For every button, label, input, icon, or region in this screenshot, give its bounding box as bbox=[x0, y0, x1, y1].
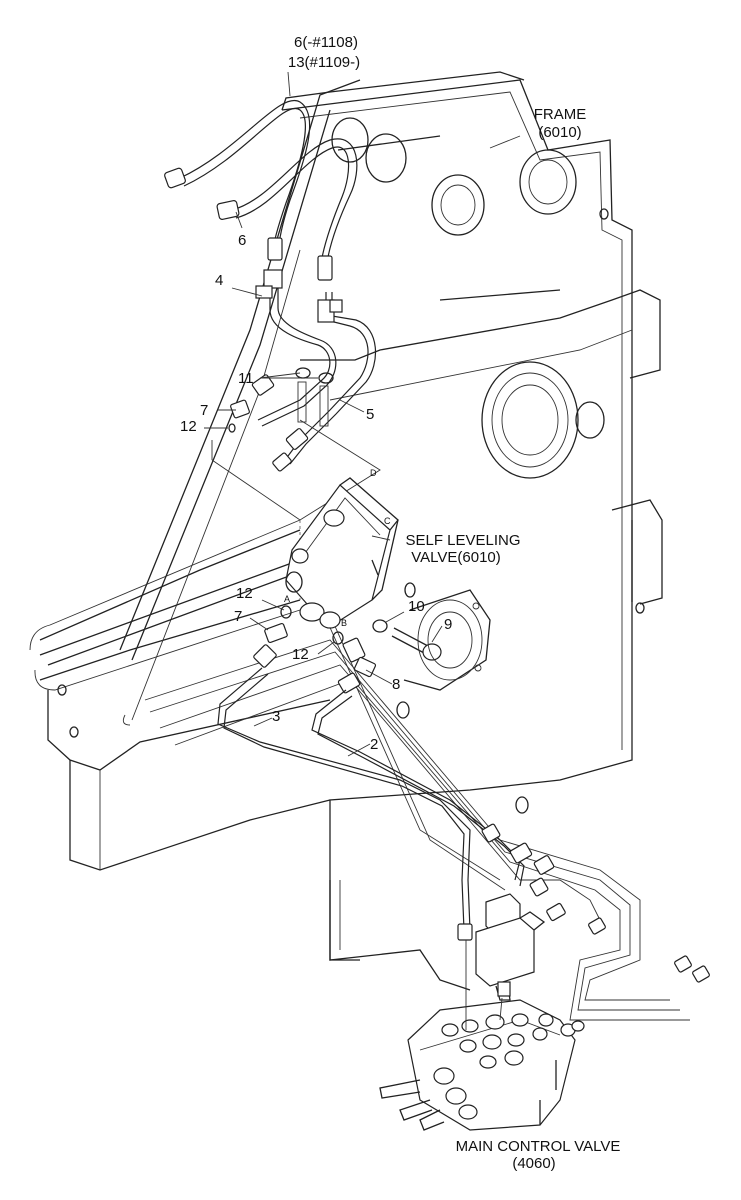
elbow-fitting-8 bbox=[337, 637, 377, 694]
part-number-3: 3 bbox=[272, 708, 281, 725]
port-marker-c: C bbox=[384, 516, 391, 526]
pipe-5 bbox=[284, 292, 377, 465]
frame-bore-large bbox=[481, 361, 605, 479]
upper-hose-13 bbox=[216, 138, 358, 281]
port-marker-d: D bbox=[370, 468, 377, 478]
frame-label-line1: FRAME bbox=[533, 106, 587, 123]
frame-small-holes bbox=[396, 208, 645, 814]
fitting-pipe5-end bbox=[272, 428, 309, 472]
frame-label-line2: (6010) bbox=[538, 124, 582, 141]
o-ring-11-pair bbox=[295, 367, 334, 427]
part-number-10: 10 bbox=[408, 598, 425, 615]
port-marker-a: A bbox=[284, 594, 290, 604]
self-leveling-valve-body bbox=[285, 477, 399, 629]
part-number-9: 9 bbox=[444, 616, 453, 633]
hose-callout-line2: 13(#1109-) bbox=[287, 54, 361, 71]
part-number-12-port-b: 12 bbox=[292, 646, 309, 663]
frame-hole-upper-right bbox=[519, 149, 577, 215]
upper-hose-6 bbox=[164, 99, 311, 261]
frame-plate bbox=[281, 71, 663, 991]
pipe-fittings-mid bbox=[457, 823, 710, 983]
main-control-valve bbox=[379, 940, 585, 1131]
o-ring-12-port-b bbox=[332, 631, 344, 645]
part-number-4: 4 bbox=[215, 272, 224, 289]
part-number-5: 5 bbox=[366, 406, 375, 423]
part-number-12-upper: 12 bbox=[180, 418, 197, 435]
hydraulic-tube-bundle bbox=[39, 559, 690, 1021]
main-control-valve-label-line2: (4060) bbox=[512, 1155, 556, 1172]
hose-callout-line1: 6(-#1108) bbox=[294, 34, 358, 51]
frame-hole-upper-left bbox=[431, 174, 485, 236]
part-number-6: 6 bbox=[238, 232, 247, 249]
boom-arm-outline bbox=[29, 79, 407, 871]
part-number-12-port-a: 12 bbox=[236, 585, 253, 602]
mounting-flange bbox=[403, 589, 491, 691]
part-number-7-upper: 7 bbox=[200, 402, 209, 419]
part-number-7-lower: 7 bbox=[234, 608, 243, 625]
port-marker-b: B bbox=[341, 618, 347, 628]
leader-lines bbox=[204, 71, 521, 757]
part-number-11: 11 bbox=[238, 370, 254, 387]
solenoid-block bbox=[475, 893, 546, 1001]
bolt-9 bbox=[391, 627, 442, 661]
part-number-8: 8 bbox=[392, 676, 401, 693]
fitting-7-upper bbox=[228, 374, 275, 433]
self-leveling-valve-label-line1: SELF LEVELING bbox=[405, 532, 521, 549]
pipe-4 bbox=[255, 269, 337, 427]
o-ring-12-port-a bbox=[280, 605, 292, 619]
part-number-2: 2 bbox=[370, 736, 379, 753]
o-ring-10 bbox=[372, 619, 388, 633]
self-leveling-valve-label-line2: VALVE(6010) bbox=[411, 549, 501, 566]
main-control-valve-label-line1: MAIN CONTROL VALVE bbox=[455, 1138, 621, 1155]
fitting-7-lower bbox=[253, 622, 288, 668]
pipe-3 bbox=[217, 667, 471, 931]
